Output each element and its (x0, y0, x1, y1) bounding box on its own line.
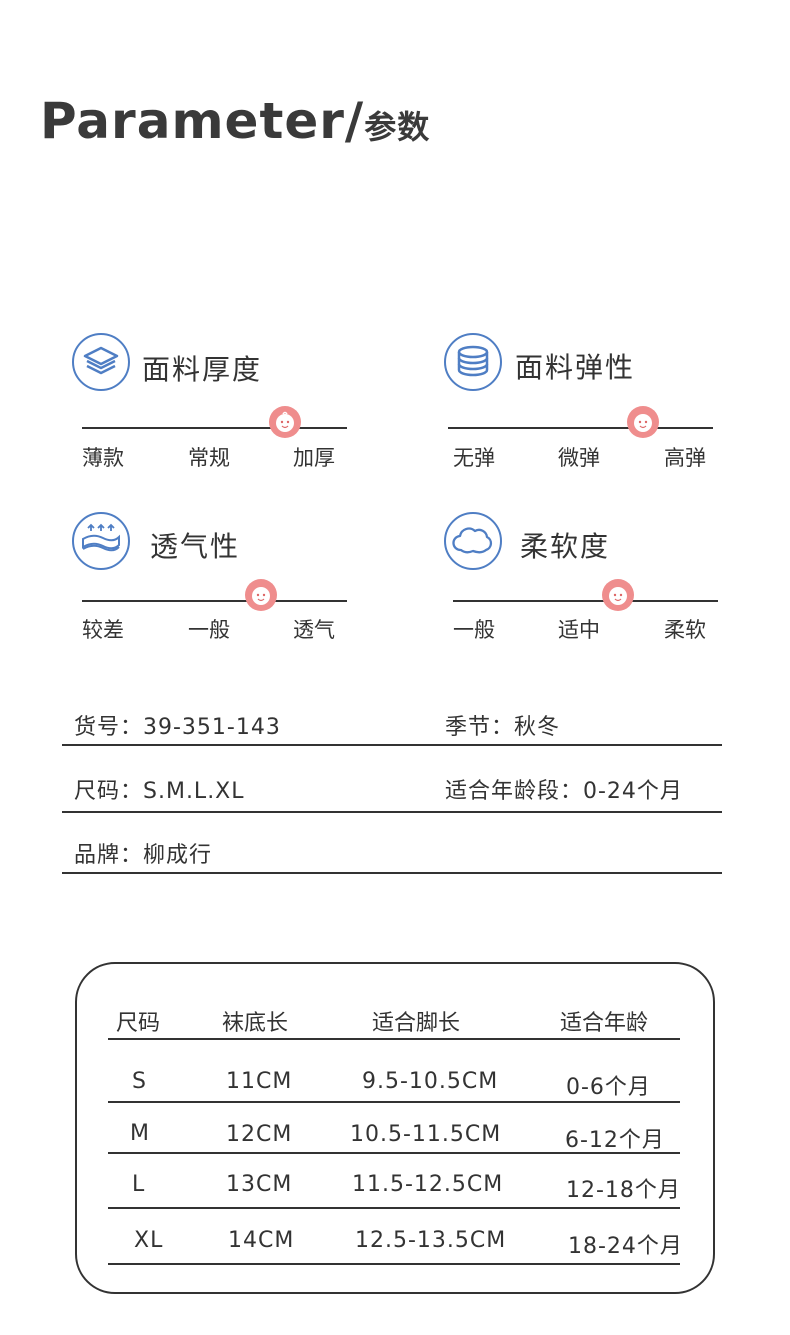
cloud-icon (444, 512, 502, 570)
level-label: 薄款 (82, 446, 124, 470)
table-cell: M (130, 1121, 150, 1146)
table-cell: 6-12个月 (565, 1128, 665, 1153)
table-cell: 18-24个月 (568, 1234, 683, 1259)
table-divider (108, 1207, 680, 1209)
table-cell: 13CM (226, 1172, 293, 1197)
table-cell: 12-18个月 (566, 1178, 681, 1203)
breathability-track (82, 600, 347, 602)
param-name-elasticity: 面料弹性 (515, 351, 636, 384)
divider (62, 872, 722, 874)
table-divider (108, 1152, 680, 1154)
layers-icon (72, 333, 130, 391)
level-label: 透气 (293, 618, 335, 642)
brand: 品牌：柳成行 (74, 843, 213, 868)
table-cell: 12CM (226, 1122, 293, 1147)
level-label: 微弹 (558, 446, 600, 470)
age-range: 适合年龄段：0-24个月 (445, 779, 683, 804)
table-divider (108, 1101, 680, 1103)
softness-track (453, 600, 718, 602)
table-cell: 11.5-12.5CM (352, 1172, 504, 1197)
level-label: 高弹 (664, 446, 706, 470)
param-name-softness: 柔软度 (520, 530, 611, 563)
baby-face-marker (602, 579, 634, 611)
season: 季节：秋冬 (445, 715, 561, 740)
level-label: 加厚 (293, 446, 335, 470)
sizes: 尺码：S.M.L.XL (74, 779, 245, 804)
table-header: 袜底长 (222, 1011, 289, 1036)
thickness-track (82, 427, 347, 429)
table-cell: 11CM (226, 1069, 293, 1094)
divider (62, 811, 722, 813)
table-divider (108, 1038, 680, 1040)
table-header: 适合脚长 (372, 1011, 461, 1036)
param-name-breathability: 透气性 (150, 530, 241, 563)
level-label: 较差 (82, 618, 124, 642)
level-label: 柔软 (664, 618, 706, 642)
divider (62, 744, 722, 746)
level-label: 一般 (453, 618, 495, 642)
baby-face-marker (269, 406, 301, 438)
level-label: 一般 (188, 618, 230, 642)
table-cell: XL (134, 1228, 164, 1253)
table-cell: 12.5-13.5CM (355, 1228, 507, 1253)
table-header: 尺码 (116, 1011, 161, 1036)
level-label: 常规 (188, 446, 230, 470)
elasticity-track (448, 427, 713, 429)
page-title: Parameter/参数 (40, 92, 430, 150)
table-cell: 14CM (228, 1228, 295, 1253)
baby-face-marker (245, 579, 277, 611)
param-name-thickness: 面料厚度 (142, 353, 263, 386)
table-cell: 0-6个月 (566, 1075, 651, 1100)
page-title-cn: 参数 (364, 108, 431, 146)
page-title-en: Parameter/ (40, 92, 365, 150)
table-header: 适合年龄 (560, 1011, 649, 1036)
table-divider (108, 1263, 680, 1265)
table-cell: 10.5-11.5CM (350, 1122, 502, 1147)
table-cell: L (132, 1172, 146, 1197)
item-number: 货号：39-351-143 (74, 715, 281, 740)
level-label: 适中 (558, 618, 600, 642)
table-cell: S (132, 1069, 147, 1094)
baby-face-marker (627, 406, 659, 438)
breathable-fabric-icon (72, 512, 130, 570)
coil-icon (444, 333, 502, 391)
table-cell: 9.5-10.5CM (362, 1069, 499, 1094)
size-table (75, 962, 715, 1294)
level-label: 无弹 (453, 446, 495, 470)
